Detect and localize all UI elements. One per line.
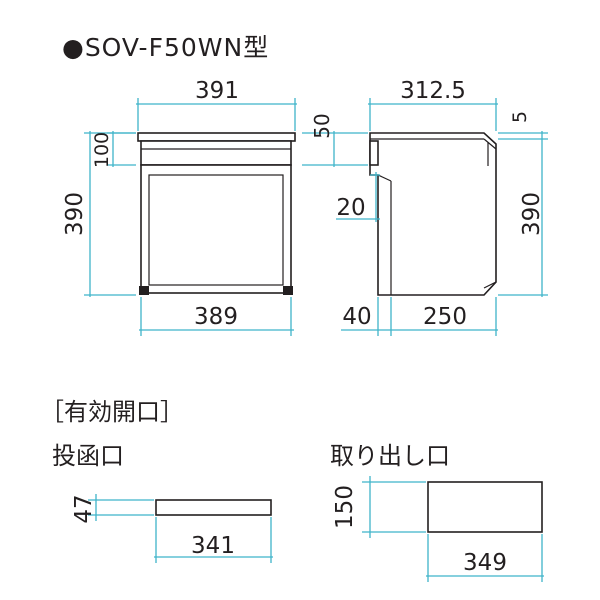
takeout-opening-label: 取り出し口 <box>330 442 450 470</box>
side-body <box>369 132 497 296</box>
insert-width-label: 341 <box>191 533 235 559</box>
insert-opening-shape <box>155 499 272 516</box>
front-insert-band <box>140 140 292 166</box>
side-bottom-offset-label: 40 <box>342 304 371 330</box>
front-left-leg <box>139 286 149 295</box>
front-right-leg <box>283 286 293 295</box>
side-bottom-depth-label: 250 <box>423 304 467 330</box>
takeout-height-label: 150 <box>332 485 358 529</box>
side-step-label: 20 <box>336 195 365 221</box>
takeout-width-label: 349 <box>463 550 507 576</box>
front-bottom-width-label: 389 <box>194 304 238 330</box>
insert-opening: 47 341 <box>71 494 273 563</box>
front-lid <box>137 132 296 142</box>
side-insert-slot <box>369 140 379 166</box>
side-height-label: 390 <box>519 192 545 236</box>
model-title: ●SOV-F50WN型 <box>62 33 270 62</box>
side-top-depth-label: 312.5 <box>400 78 466 104</box>
front-upper-height-label: 100 <box>91 132 113 168</box>
front-door-panel <box>148 174 284 286</box>
front-height-label: 390 <box>62 192 88 236</box>
insert-height-label: 47 <box>71 494 97 523</box>
takeout-opening-shape <box>427 481 543 533</box>
front-cabinet <box>140 164 292 294</box>
front-view: 391 389 390 100 <box>62 78 297 336</box>
effective-opening-heading: ［有効開口］ <box>40 398 184 426</box>
side-lip-label: 5 <box>509 111 531 123</box>
side-top-height-label: 50 <box>310 113 334 138</box>
side-view: 312.5 50 5 390 20 40 250 <box>302 78 548 336</box>
front-top-width-label: 391 <box>195 78 239 104</box>
insert-opening-label: 投函口 <box>52 442 124 470</box>
takeout-opening: 150 349 <box>332 476 544 582</box>
